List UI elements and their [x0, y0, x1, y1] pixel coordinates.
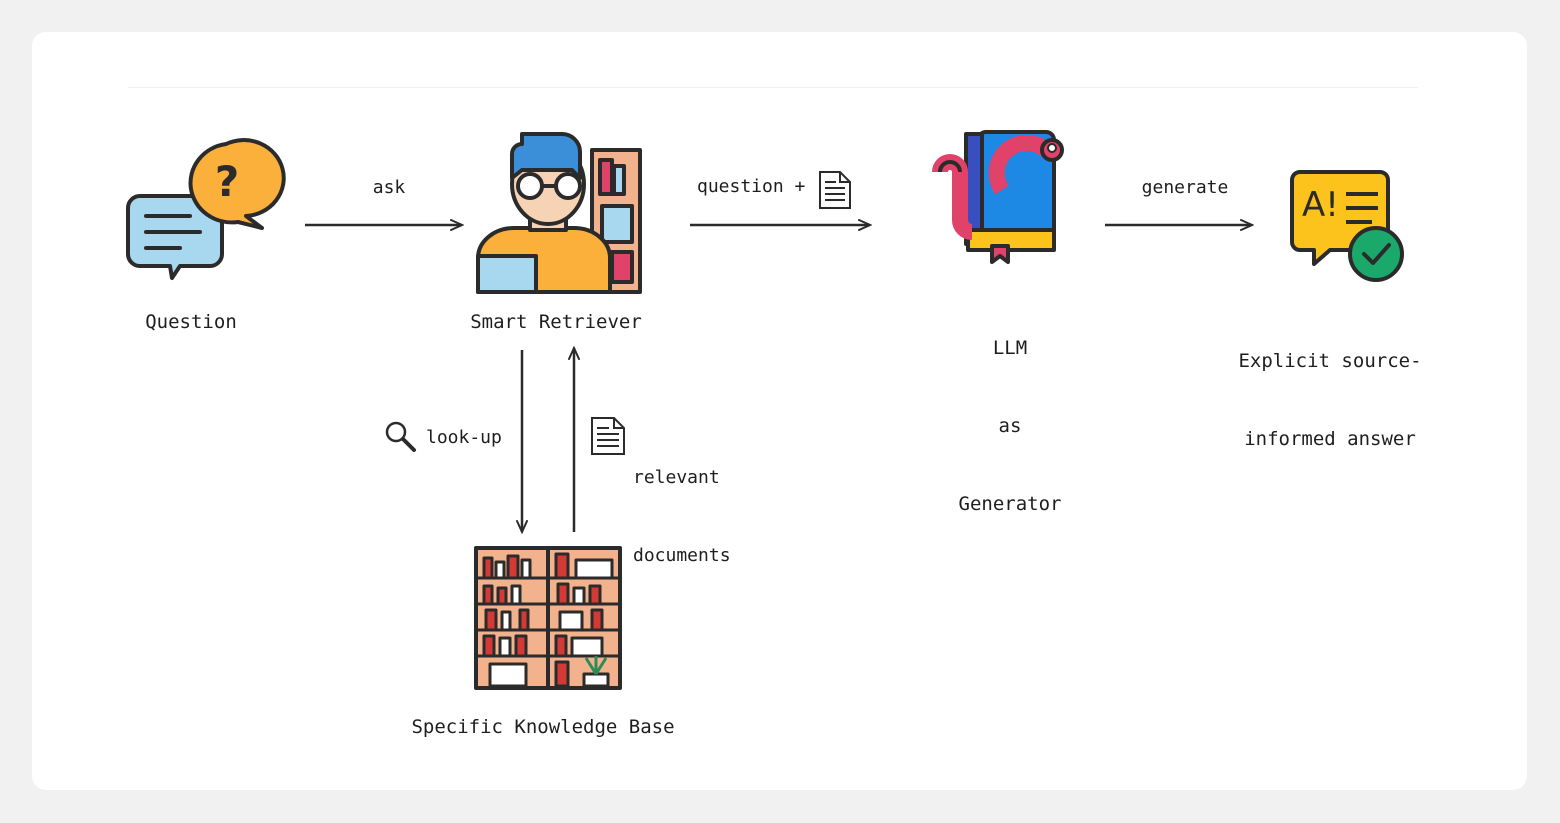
node-label-knowledge-base: Specific Knowledge Base — [411, 716, 675, 738]
bookshelf-icon — [474, 546, 622, 690]
svg-text:A!: A! — [1302, 185, 1339, 225]
node-label-llm: LLM as Generator — [958, 337, 1062, 515]
edge-label-question-plus: question + — [697, 176, 806, 197]
node-label-answer: Explicit source- informed answer — [1238, 350, 1422, 450]
edge-label-generate: generate — [1141, 177, 1229, 198]
node-label-retriever: Smart Retriever — [470, 311, 642, 333]
edge-label-ask: ask — [372, 177, 406, 198]
question-chat-icon: ? — [126, 138, 286, 280]
diagram-card — [32, 32, 1527, 790]
svg-text:?: ? — [215, 157, 239, 206]
retriever-person-icon — [476, 132, 642, 294]
divider — [128, 87, 1418, 88]
ai-answer-check-icon: A! — [1290, 170, 1404, 282]
edge-label-lookup: look-up — [426, 427, 502, 448]
document-icon — [819, 171, 851, 209]
node-label-question: Question — [145, 311, 237, 333]
document-icon — [591, 417, 625, 455]
magnifier-icon — [385, 421, 416, 452]
edge-label-relevant-documents: relevant documents — [633, 467, 731, 566]
llm-bookworm-icon — [932, 130, 1064, 264]
